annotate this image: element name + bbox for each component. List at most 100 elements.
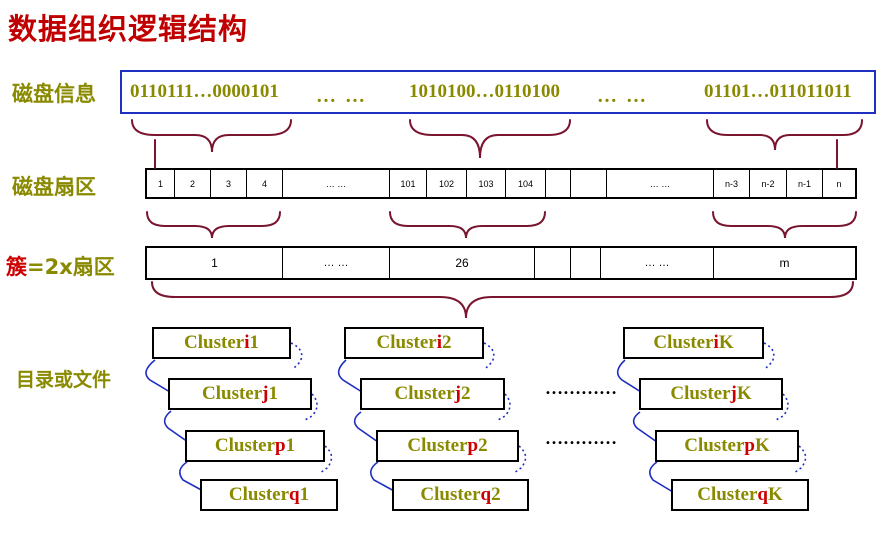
cluster-num: 2	[491, 484, 501, 505]
cluster-letter: i	[244, 332, 250, 353]
cluster-letter: j	[730, 383, 737, 404]
sector-cell: 4	[247, 170, 283, 197]
cluster-text: Cluster	[228, 484, 290, 505]
arrow-j-p-k	[632, 411, 658, 443]
cluster-label-prefix: 簇	[6, 255, 27, 279]
sector-cell: 2	[175, 170, 211, 197]
sector-cell: 102	[427, 170, 467, 197]
brace-bits-2	[409, 119, 571, 159]
sector-cell: 103	[467, 170, 506, 197]
chain-arrows-solid	[145, 359, 674, 493]
disk-bits-2: 1010100…0110100	[409, 81, 560, 102]
cluster-text: Cluster	[407, 435, 468, 456]
arrow-i-j-k	[616, 359, 642, 393]
cluster-cell: … …	[601, 248, 714, 278]
cluster-num: 1	[285, 435, 296, 456]
cluster-num: K	[754, 435, 770, 456]
cluster-text: Cluster	[394, 383, 455, 404]
cluster-cell: m	[779, 256, 790, 270]
brace-sectors-3	[712, 211, 857, 239]
sector-strip: 1 2 3 4 … … 101 102 103 104 … … n-3 n-2 …	[145, 168, 857, 199]
arrow-j-p-1	[163, 410, 189, 443]
sectors-label: 磁盘扇区	[12, 175, 96, 199]
cluster-text: Cluster	[376, 332, 437, 353]
cluster-letter: p	[467, 435, 479, 456]
cluster-num: K	[736, 383, 752, 404]
cluster-label-suffix: =2x扇区	[27, 255, 115, 279]
sector-cell: … …	[283, 170, 390, 197]
dotted-p-1	[319, 445, 333, 474]
dotted-p-2	[513, 445, 527, 474]
brace-sectors-2	[389, 211, 546, 239]
sector-cell: n-3	[714, 170, 750, 197]
cluster-letter: j	[454, 383, 461, 404]
cluster-cell: 1	[147, 248, 283, 278]
cluster-text: Cluster	[214, 435, 276, 456]
cluster-cell: … …	[283, 248, 390, 278]
sector-cell: 104	[506, 170, 546, 197]
cluster-text: Cluster	[697, 484, 758, 505]
brace-bits-3	[706, 119, 863, 151]
dotted-i-1	[290, 342, 303, 369]
sector-cell: n-1	[787, 170, 823, 197]
page-title: 数据组织逻辑结构	[8, 12, 249, 46]
cluster-num: 2	[478, 435, 488, 456]
chain-arrows-dotted	[290, 342, 807, 474]
disk-dots-1: … …	[316, 85, 367, 107]
cluster-num: K	[718, 332, 734, 353]
cluster-letter: q	[289, 484, 300, 505]
cluster-letter: q	[480, 484, 492, 505]
cluster-letter: j	[262, 383, 269, 404]
sector-cell: n	[836, 178, 842, 189]
cluster-text: Cluster	[202, 383, 263, 404]
sector-cell: n-2	[750, 170, 787, 197]
cluster-text: Cluster	[653, 332, 714, 353]
arrow-p-q-2	[370, 461, 397, 493]
cluster-num: 2	[460, 383, 471, 404]
cluster-letter: i	[436, 332, 442, 353]
cluster-letter: p	[275, 435, 286, 456]
cluster-text: Cluster	[184, 332, 245, 353]
disk-bits-3: 01101…011011011	[704, 81, 852, 102]
arrow-i-j-2	[337, 359, 363, 393]
cluster-label: 簇=2x扇区	[6, 251, 115, 281]
cluster-num: 2	[441, 332, 452, 353]
cluster-text: Cluster	[420, 484, 481, 505]
chain-ellipsis: …………	[545, 428, 617, 448]
cluster-letter: i	[713, 332, 719, 353]
curly-braces	[131, 119, 863, 319]
dotted-i-k	[763, 342, 775, 369]
sector-cell	[571, 170, 607, 197]
brace-clusters	[151, 281, 854, 319]
chain-ellipsis: …………	[545, 378, 617, 398]
dirs-files-label: 目录或文件	[16, 369, 112, 391]
sector-cell	[546, 170, 571, 197]
dotted-i-2	[483, 342, 495, 369]
cluster-num: 1	[249, 332, 259, 353]
cluster-letter: q	[757, 484, 768, 505]
arrow-j-p-2	[353, 411, 379, 443]
sector-cell: 101	[390, 170, 427, 197]
cluster-strip: 1 … … 26 … … m	[145, 246, 857, 280]
cluster-num: K	[767, 484, 783, 505]
arrow-p-q-k	[649, 461, 674, 493]
cluster-num: 1	[299, 484, 310, 505]
brace-sectors-1	[146, 211, 281, 239]
disk-dots-2: … …	[597, 85, 648, 107]
cluster-text: Cluster	[670, 383, 731, 404]
disk-info-label: 磁盘信息	[12, 82, 96, 106]
cluster-cell	[535, 248, 571, 278]
sector-cell: 1	[147, 170, 175, 197]
sector-cell: … …	[607, 170, 714, 197]
